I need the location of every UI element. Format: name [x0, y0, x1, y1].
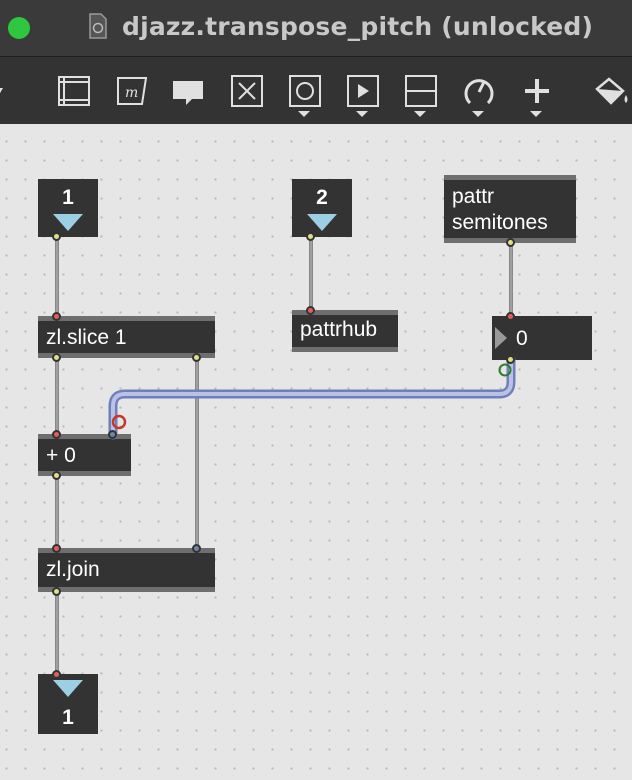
title-bar: djazz.transpose_pitch (unlocked) [0, 0, 632, 57]
dial-object-icon[interactable] [461, 73, 497, 109]
playbar-object-icon[interactable] [345, 73, 381, 109]
object-label: + 0 [46, 444, 76, 467]
inlet-number: 1 [62, 186, 74, 209]
number-value: 0 [516, 327, 528, 350]
object-edge [38, 316, 215, 321]
inlet-number: 2 [316, 186, 328, 209]
patcher-canvas[interactable]: 1 2 pattr semitones zl.slice 1 pattrhub … [0, 124, 632, 780]
outlet-port[interactable] [506, 238, 515, 247]
outlet-number: 1 [62, 706, 74, 729]
patch-cord[interactable] [55, 236, 59, 320]
outlet-port[interactable] [52, 587, 61, 596]
svg-text:m: m [125, 85, 138, 101]
inlet-object-1[interactable]: 1 [38, 179, 98, 241]
patch-cord[interactable] [55, 357, 59, 437]
object-label: zl.join [46, 558, 100, 581]
inlet-object-2[interactable]: 2 [292, 179, 352, 241]
window-zoom-button[interactable] [8, 17, 30, 39]
patch-cord[interactable] [309, 236, 313, 312]
inlet-triangle-icon [307, 214, 337, 231]
pattr-object[interactable]: pattr semitones [444, 175, 576, 247]
inlet-port[interactable] [52, 544, 61, 553]
zl-slice-object[interactable]: zl.slice 1 [38, 312, 215, 362]
button-object-icon[interactable] [287, 73, 323, 120]
pattr-name: semitones [452, 211, 548, 234]
patcher-toolbar: m [0, 57, 632, 124]
outlet-port[interactable] [506, 355, 515, 364]
patch-cord[interactable] [509, 242, 513, 316]
patch-cord[interactable] [55, 591, 59, 677]
number-box[interactable]: 0 [492, 312, 592, 364]
dropdown-arrow-icon[interactable] [0, 73, 22, 109]
object-edge [38, 548, 215, 553]
toggle-object-icon[interactable] [229, 73, 265, 109]
inlet-port-right[interactable] [192, 544, 201, 553]
window-title: djazz.transpose_pitch (unlocked) [122, 12, 594, 41]
plus-object[interactable]: + 0 [38, 430, 131, 480]
object-edge [444, 175, 576, 180]
outlet-port[interactable] [52, 353, 61, 362]
number-triangle-icon [495, 327, 507, 349]
message-object-icon[interactable]: m [114, 73, 150, 109]
pattrhub-object[interactable]: pattrhub [292, 306, 398, 352]
outlet-port[interactable] [306, 232, 315, 241]
slider-object-icon[interactable] [403, 73, 439, 109]
pattr-label: pattr [452, 185, 495, 208]
object-label: pattrhub [300, 318, 378, 341]
object-edge [38, 471, 131, 476]
document-icon [88, 13, 108, 39]
inlet-port[interactable] [306, 306, 315, 315]
inlet-port[interactable] [52, 312, 61, 321]
comment-icon[interactable] [170, 73, 206, 109]
inlet-port-right[interactable] [108, 430, 117, 439]
outlet-object-1[interactable]: 1 [38, 670, 98, 734]
inlet-port[interactable] [52, 670, 61, 679]
object-edge [38, 353, 215, 358]
add-object-icon[interactable] [519, 73, 555, 109]
patch-cord[interactable] [195, 357, 199, 551]
outlet-port[interactable] [192, 353, 201, 362]
object-label: zl.slice 1 [46, 326, 127, 349]
toolbar-dropdown-arrows [298, 111, 542, 117]
outlet-port[interactable] [52, 471, 61, 480]
inlet-triangle-icon [53, 214, 83, 231]
inlet-port[interactable] [506, 312, 515, 321]
object-edge [292, 347, 398, 352]
patch-cord[interactable] [55, 474, 59, 551]
inlet-port[interactable] [52, 430, 61, 439]
presentation-mode-icon[interactable] [56, 73, 92, 109]
object-edge [38, 587, 215, 592]
outlet-triangle-icon [53, 680, 83, 697]
object-edge [38, 434, 131, 439]
paint-bucket-icon[interactable] [593, 73, 629, 109]
outlet-port[interactable] [52, 232, 61, 241]
object-edge [292, 310, 398, 315]
zl-join-object[interactable]: zl.join [38, 544, 215, 596]
